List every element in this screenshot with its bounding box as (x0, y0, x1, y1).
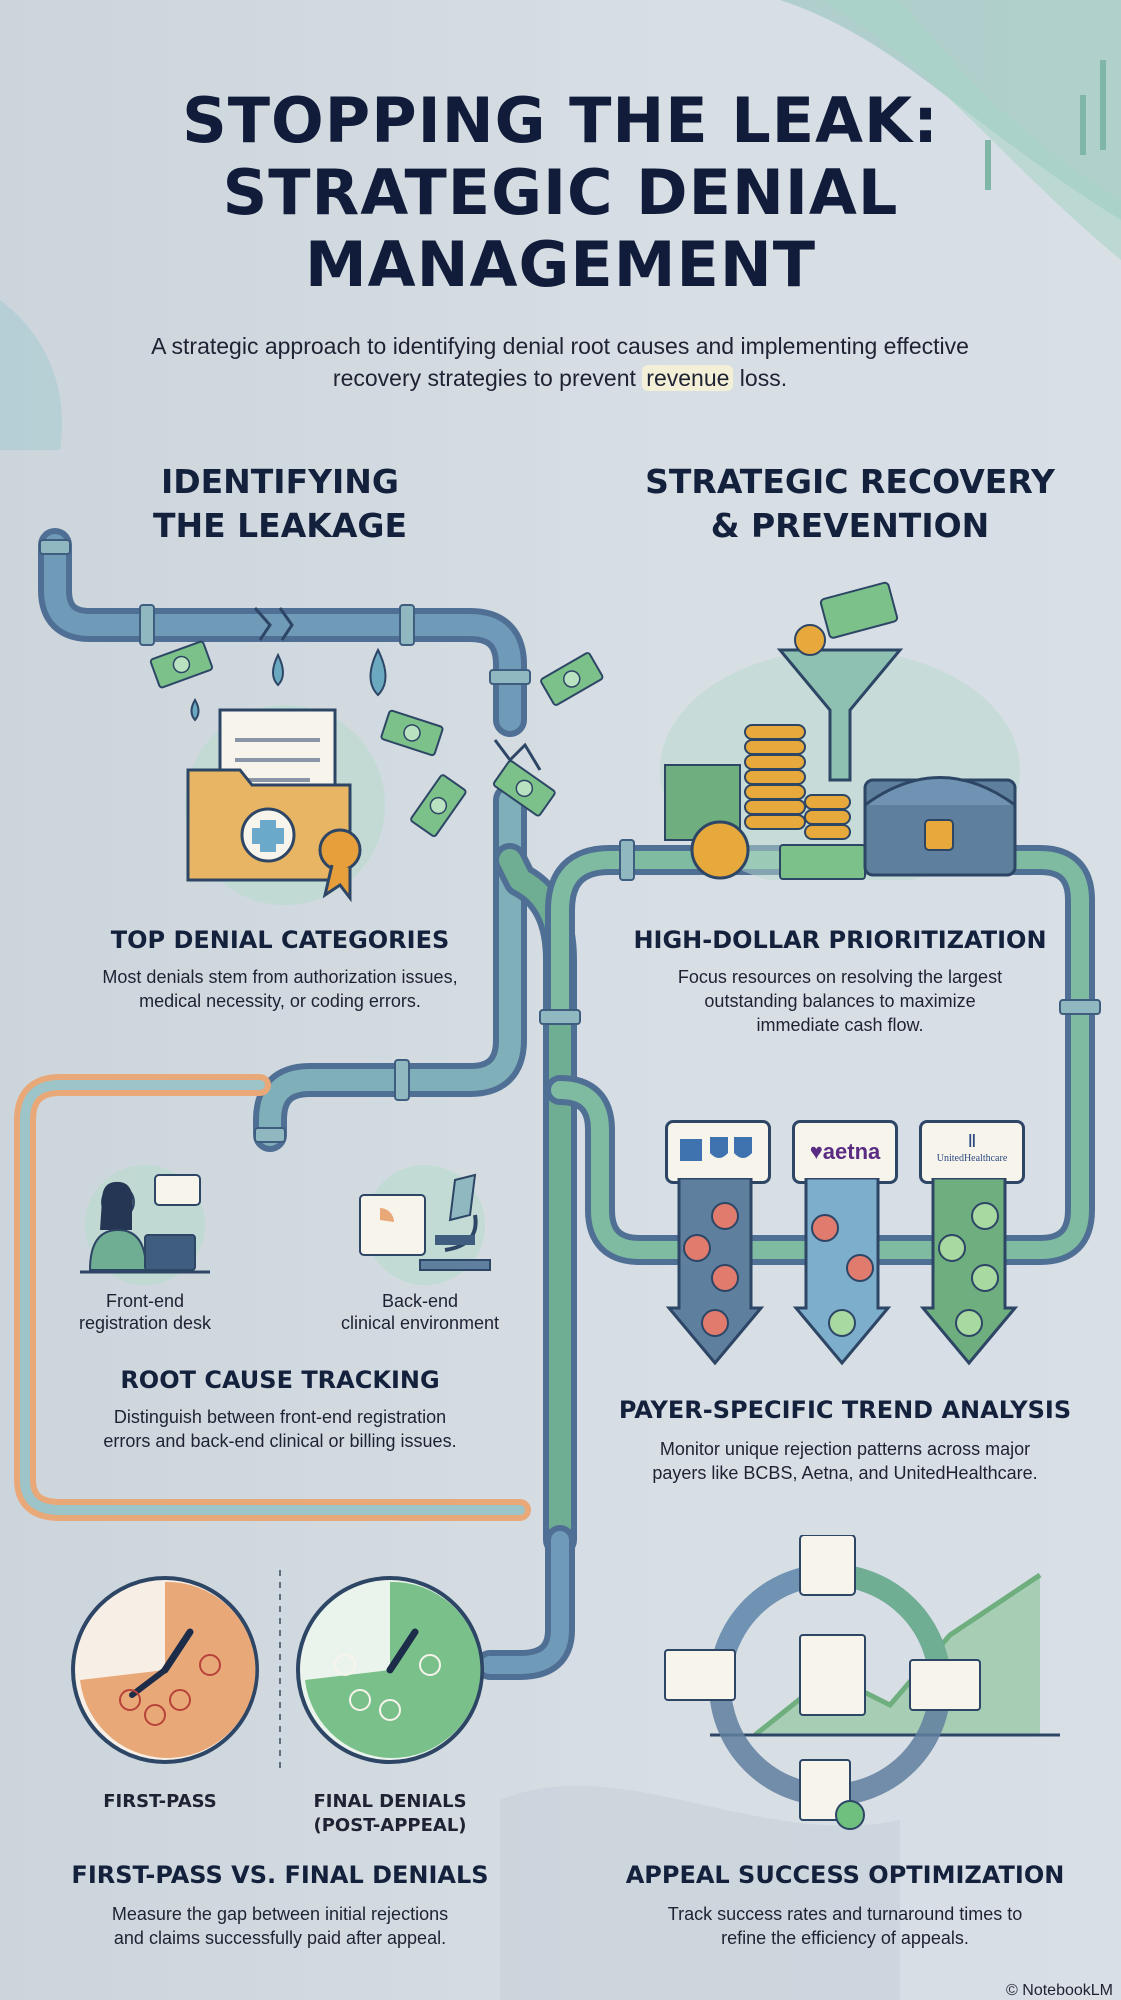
final-denials-label-line-1: FINAL DENIALS (313, 1791, 467, 1812)
root-cause-body-line-1: Distinguish between front-end registrati… (113, 1407, 447, 1427)
high-dollar-body: Focus resources on resolving the largest… (620, 965, 1060, 1037)
folder-medical-icon (185, 705, 385, 905)
leak-icon (149, 640, 604, 838)
root-cause-body-line-2: errors and back-end clinical or billing … (103, 1431, 457, 1451)
page-title: STOPPING THE LEAK: STRATEGIC DENIAL MANA… (0, 85, 1121, 301)
united-label: UnitedHealthcare (936, 1153, 1008, 1164)
cycle-icon (664, 1535, 1060, 1830)
coins-icon (660, 581, 1020, 880)
appeal-body-line-1: Track success rates and turnaround times… (667, 1904, 1023, 1924)
check-mark-icon (828, 1202, 999, 1337)
high-dollar-body-line-1: Focus resources on resolving the largest (677, 967, 1003, 987)
microscope-icon (359, 1165, 491, 1285)
payer-trend-body: Monitor unique rejection patterns across… (600, 1437, 1090, 1485)
chest-icon (863, 776, 1017, 877)
back-end-label: Back-end clinical environment (300, 1290, 540, 1334)
appeal-body-line-2: refine the efficiency of appeals. (721, 1928, 969, 1948)
page-subtitle: A strategic approach to identifying deni… (120, 330, 1000, 394)
first-pass-body-line-2: and claims successfully paid after appea… (113, 1928, 447, 1948)
receptionist-icon (80, 1165, 210, 1285)
payer-arrows (665, 1178, 1019, 1366)
top-denial-body-line-2: medical necessity, or coding errors. (139, 991, 421, 1011)
title-line-1: STOPPING THE LEAK: (182, 84, 939, 157)
right-column-heading: STRATEGIC RECOVERY & PREVENTION (600, 460, 1100, 548)
x-mark-icon (683, 1202, 874, 1337)
funnel-icon (776, 581, 904, 782)
first-pass-title: FIRST-PASS VS. FINAL DENIALS (71, 1861, 489, 1889)
first-pass-body: Measure the gap between initial rejectio… (50, 1902, 510, 1950)
appeal-body: Track success rates and turnaround times… (610, 1902, 1080, 1950)
first-pass-label: FIRST-PASS (103, 1791, 217, 1812)
title-line-3: MANAGEMENT (304, 228, 817, 301)
high-dollar-body-line-3: immediate cash flow. (756, 1015, 924, 1035)
right-heading-line-2: & PREVENTION (710, 506, 990, 545)
root-cause-title: ROOT CAUSE TRACKING (120, 1366, 440, 1394)
subtitle-text-2: loss. (733, 365, 788, 391)
payer-trend-title: PAYER-SPECIFIC TREND ANALYSIS (618, 1396, 1072, 1424)
money-icon (149, 640, 604, 838)
payer-card-united: Ⅱ UnitedHealthcare (919, 1120, 1025, 1184)
top-denial-body: Most denials stem from authorization iss… (40, 965, 520, 1013)
final-denials-label: FINAL DENIALS (POST-APPEAL) (290, 1790, 490, 1838)
front-end-label-line-2: registration desk (78, 1313, 212, 1333)
subtitle-text-1: A strategic approach to identifying deni… (151, 333, 969, 391)
title-line-2: STRATEGIC DENIAL (222, 156, 899, 229)
gauge-icon (71, 1570, 484, 1770)
root-cause-body: Distinguish between front-end registrati… (50, 1405, 510, 1453)
front-end-label: Front-end registration desk (45, 1290, 245, 1334)
footer-credit: © NotebookLM (1006, 1982, 1113, 1999)
high-dollar-body-line-2: outstanding balances to maximize (704, 991, 976, 1011)
left-heading-line-1: IDENTIFYING (160, 462, 400, 501)
payer-columns: ♥aetna Ⅱ UnitedHealthcare (665, 1120, 1025, 1370)
back-end-label-line-2: clinical environment (340, 1313, 500, 1333)
front-end-label-line-1: Front-end (105, 1291, 185, 1311)
bcbs-logo-icon (680, 1137, 752, 1161)
aetna-label: ♥aetna (809, 1139, 881, 1164)
top-denial-title: TOP DENIAL CATEGORIES (110, 926, 450, 954)
left-heading-line-2: THE LEAKAGE (152, 506, 407, 545)
first-pass-body-line-1: Measure the gap between initial rejectio… (111, 1904, 449, 1924)
payer-card-aetna: ♥aetna (792, 1120, 898, 1184)
back-end-label-line-1: Back-end (381, 1291, 459, 1311)
high-dollar-title: HIGH-DOLLAR PRIORITIZATION (633, 926, 1047, 954)
left-column-heading: IDENTIFYING THE LEAKAGE (80, 460, 480, 548)
payer-card-bcbs (665, 1120, 771, 1184)
united-logo-icon: Ⅱ (967, 1131, 977, 1151)
final-denials-label-line-2: (POST-APPEAL) (313, 1815, 467, 1836)
top-denial-body-line-1: Most denials stem from authorization iss… (102, 967, 458, 987)
payer-trend-body-line-1: Monitor unique rejection patterns across… (659, 1439, 1031, 1459)
subtitle-highlight: revenue (642, 365, 734, 391)
payer-trend-body-line-2: payers like BCBS, Aetna, and UnitedHealt… (652, 1463, 1038, 1483)
appeal-title: APPEAL SUCCESS OPTIMIZATION (625, 1861, 1065, 1889)
right-heading-line-1: STRATEGIC RECOVERY (645, 462, 1055, 501)
